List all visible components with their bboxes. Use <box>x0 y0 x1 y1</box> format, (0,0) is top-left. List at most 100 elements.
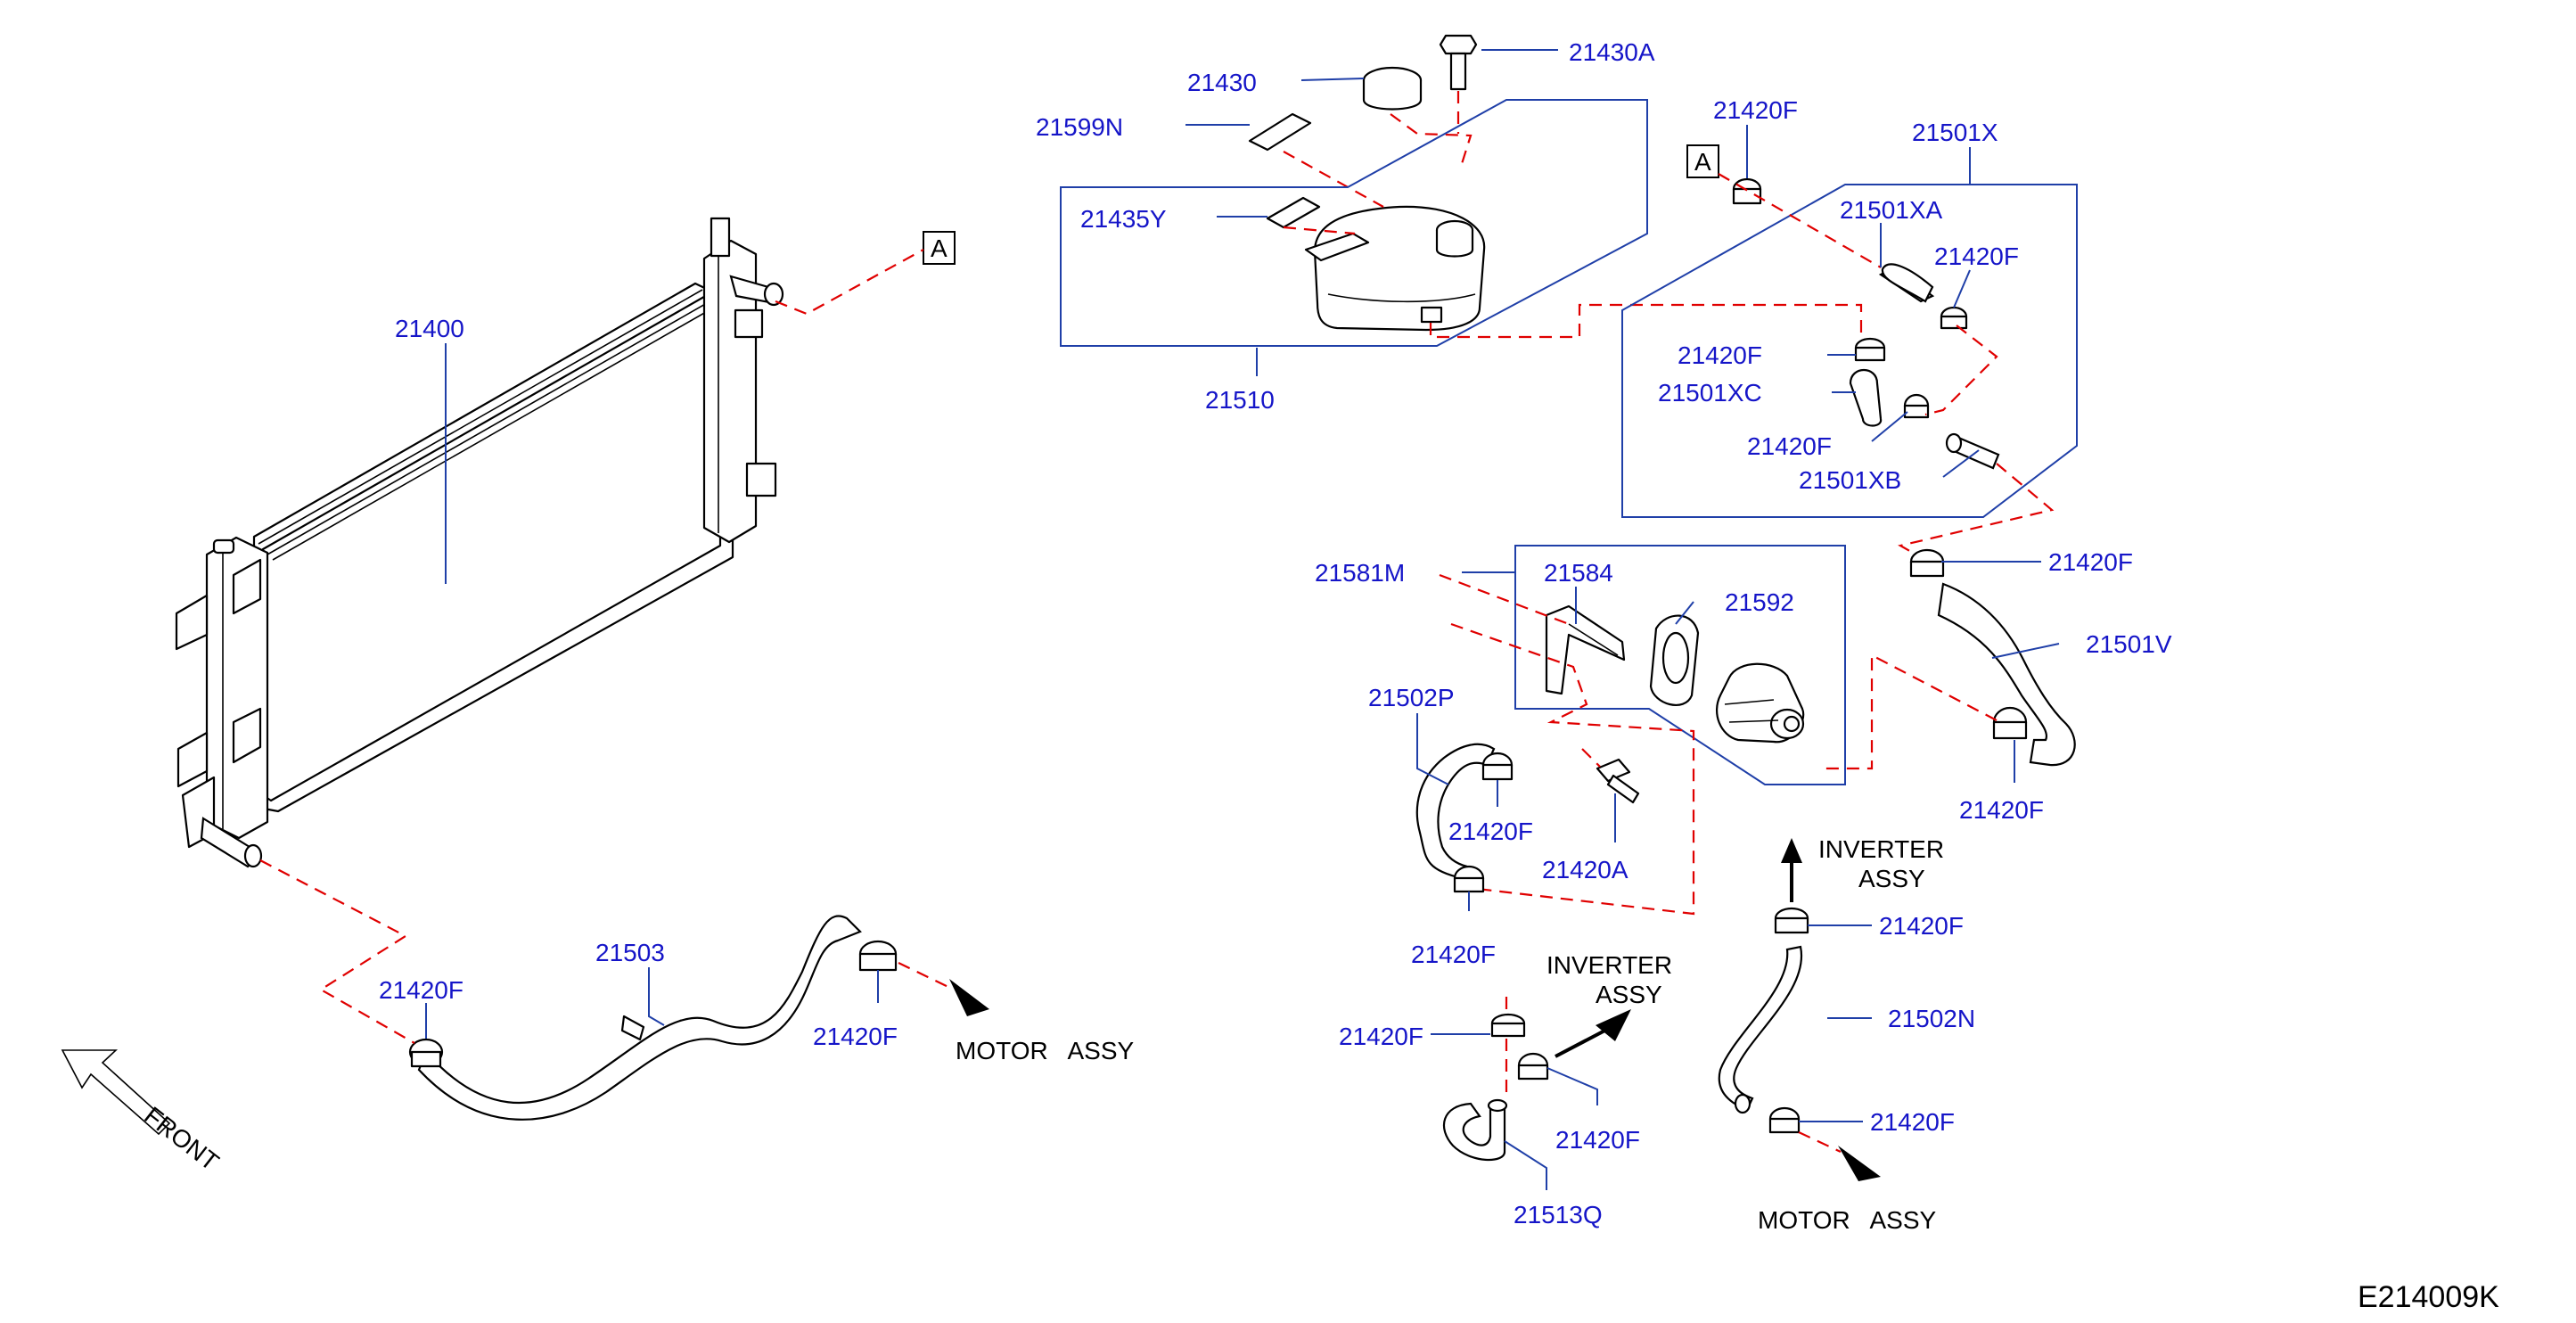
front-label: FRONT <box>139 1101 224 1176</box>
clamp-21420f-xc-bot[interactable] <box>1903 393 1930 419</box>
label-21420f-v-bot: 21420F <box>1959 796 2044 824</box>
label-21420f-v-top: 21420F <box>2048 548 2133 576</box>
label-21420f-p-top: 21420F <box>1448 818 1533 845</box>
label-21513q: 21513Q <box>1514 1201 1603 1228</box>
clamp-21420f-21503-left[interactable] <box>408 1038 444 1068</box>
label-21420f-503-right: 21420F <box>813 1023 898 1050</box>
bracket-21584[interactable] <box>1545 604 1626 695</box>
dash-bracket-1 <box>1439 573 1570 626</box>
label-21430a: 21430A <box>1569 38 1655 66</box>
ref-marker-a-left: A <box>923 231 956 265</box>
dash-xb-to-v <box>1898 463 2055 561</box>
hose-21502n[interactable] <box>1718 945 1803 1114</box>
clamp-21420f-p-bot[interactable] <box>1453 865 1485 893</box>
bolt-21420a[interactable] <box>1596 758 1640 804</box>
label-21501xb: 21501XB <box>1799 466 1901 494</box>
label-21420f-xc-top: 21420F <box>1678 341 1762 369</box>
note-inverter-2-line1: INVERTER <box>1818 835 1944 863</box>
clamp-21420f-q-right[interactable] <box>1517 1052 1549 1081</box>
label-21430: 21430 <box>1187 69 1257 96</box>
clamp-21420f-n-bot[interactable] <box>1768 1106 1801 1134</box>
label-21420f-q-right: 21420F <box>1555 1126 1640 1154</box>
label-21420f-n-top: 21420F <box>1879 912 1964 940</box>
clamp-21420f-v-top[interactable] <box>1909 548 1945 578</box>
hose-21513q[interactable] <box>1442 1098 1508 1162</box>
group-box-21510 <box>1060 99 1648 347</box>
label-21581m: 21581M <box>1315 559 1405 587</box>
dash-radiator-to-21503 <box>259 859 415 1044</box>
group-box-21501x <box>1621 184 2078 518</box>
label-21501xa: 21501XA <box>1840 196 1943 224</box>
label-21501x: 21501X <box>1912 119 1998 146</box>
note-motor-assy-1: MOTOR ASSY <box>956 1037 1135 1064</box>
clamp-21420f-top[interactable] <box>1732 177 1762 205</box>
dash-n-to-motor <box>1798 1131 1842 1153</box>
dash-radiator-to-a <box>775 249 924 316</box>
destination-notes: MOTOR ASSY MOTOR ASSY INVERTER ASSY INVE… <box>956 835 1944 1234</box>
bolt-21430a[interactable] <box>1439 34 1478 91</box>
group-box-21581m <box>1514 545 1846 785</box>
arrow-to-motor-2 <box>1838 1146 1881 1181</box>
dash-21503-to-motor <box>898 962 955 990</box>
dash-cap <box>1390 113 1473 170</box>
dash-label-y <box>1283 226 1356 235</box>
label-21420f-xc-bot: 21420F <box>1747 432 1832 460</box>
dash-xa-to-xb <box>1924 325 1998 416</box>
dash-bracket-2 <box>1450 622 1695 916</box>
insulator-21592[interactable] <box>1649 614 1700 706</box>
dash-21501x-chain <box>1718 173 1882 268</box>
label-21420f-q-top: 21420F <box>1339 1023 1423 1050</box>
label-21420f-n-bot: 21420F <box>1870 1108 1955 1136</box>
label-21502n: 21502N <box>1888 1005 1975 1032</box>
label-21435y: 21435Y <box>1080 205 1167 233</box>
leader-lines <box>425 49 2060 1190</box>
note-motor-assy-2: MOTOR ASSY <box>1758 1206 1937 1234</box>
hose-21501xc[interactable] <box>1849 369 1883 427</box>
hose-21503[interactable] <box>417 915 862 1121</box>
clamp-21420f-xa[interactable] <box>1940 306 1968 330</box>
dash-bolt-a <box>1581 748 1601 768</box>
label-21501xc: 21501XC <box>1658 379 1762 407</box>
clamp-21420f-21503-right[interactable] <box>858 940 898 972</box>
ref-marker-text: A <box>1694 148 1711 176</box>
radiator-21400[interactable] <box>175 217 784 868</box>
note-inverter-1-line1: INVERTER <box>1546 951 1672 979</box>
label-21599n: 21599N <box>1036 113 1123 141</box>
dash-reservoir-to-xc <box>1429 303 1863 341</box>
label-21400: 21400 <box>395 315 464 342</box>
hose-21501v[interactable] <box>1937 582 2076 767</box>
dash-v-to-pump <box>1823 653 1998 770</box>
label-21420f-top: 21420F <box>1713 96 1798 124</box>
label-21420f-xa: 21420F <box>1934 242 2019 270</box>
clamp-21420f-xc-top[interactable] <box>1854 337 1886 362</box>
reservoir-tank-21510[interactable] <box>1304 205 1486 332</box>
ref-marker-text: A <box>931 234 948 262</box>
cap-21430[interactable] <box>1362 66 1423 111</box>
label-21420f-p-bot: 21420F <box>1411 941 1496 968</box>
clamp-21420f-v-bot[interactable] <box>1992 706 2028 740</box>
clamp-21420f-p-top[interactable] <box>1481 752 1514 781</box>
arrow-to-motor-1 <box>949 979 989 1016</box>
hose-21501xa[interactable] <box>1878 263 1935 303</box>
note-inverter-2-line2: ASSY <box>1858 865 1925 892</box>
arrow-to-inverter-2 <box>1596 1009 1631 1041</box>
front-direction-arrow: FRONT <box>61 1049 224 1176</box>
arrow-to-inverter-1 <box>1781 838 1802 863</box>
clamp-21420f-n-top[interactable] <box>1774 907 1809 934</box>
clamp-21420f-q-top[interactable] <box>1490 1013 1526 1038</box>
note-inverter-1-line2: ASSY <box>1596 981 1662 1008</box>
label-21503: 21503 <box>595 939 665 966</box>
hose-21501xb[interactable] <box>1945 432 2000 470</box>
label-21584: 21584 <box>1544 559 1613 587</box>
part-labels: 21400 21430 21430A 21599N 21435Y 21510 2… <box>379 38 2172 1228</box>
ref-marker-a-right: A <box>1686 144 1719 178</box>
label-21420a: 21420A <box>1542 856 1628 883</box>
label-21592: 21592 <box>1725 588 1794 616</box>
electric-water-pump[interactable] <box>1716 662 1805 744</box>
label-21510: 21510 <box>1205 386 1275 414</box>
label-21502p: 21502P <box>1368 684 1455 711</box>
label-21599n[interactable] <box>1248 112 1312 152</box>
label-21435y[interactable] <box>1266 196 1321 229</box>
dash-label-n <box>1283 151 1384 208</box>
